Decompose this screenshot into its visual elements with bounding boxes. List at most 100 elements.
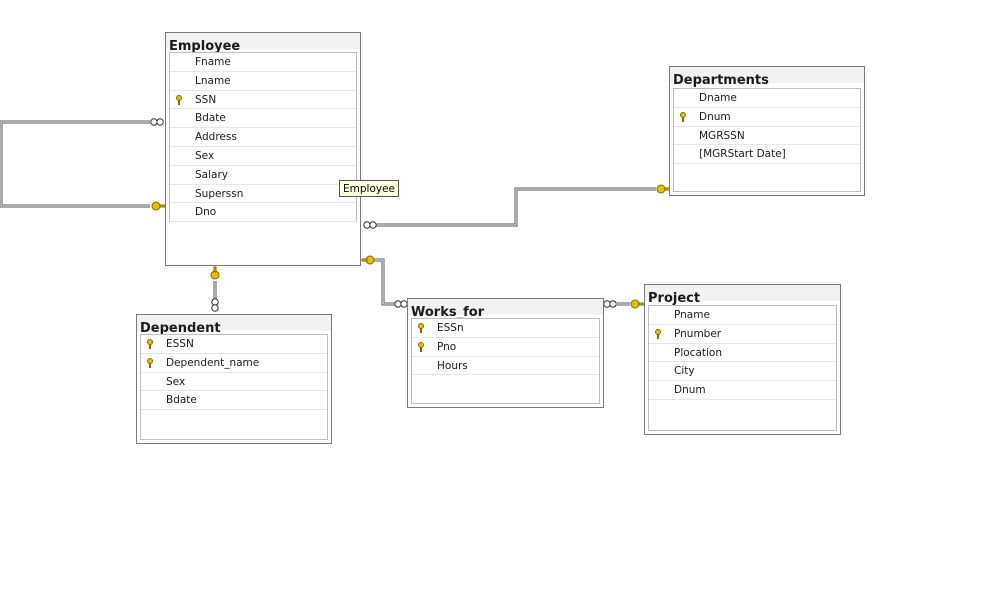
- field-name: Address: [195, 131, 237, 144]
- primary-key-icon: [147, 339, 153, 349]
- field-name: SSN: [195, 93, 217, 106]
- field-row[interactable]: Dnum: [649, 381, 836, 400]
- row-selector[interactable]: [170, 128, 191, 146]
- row-selector[interactable]: [674, 145, 695, 163]
- field-row[interactable]: Bdate: [141, 391, 327, 411]
- field-row[interactable]: Dname: [674, 89, 860, 108]
- field-row[interactable]: MGRSSN: [674, 127, 860, 146]
- row-selector[interactable]: [141, 391, 162, 409]
- field-row[interactable]: Dependent_name: [141, 354, 327, 373]
- field-name: Lname: [195, 74, 231, 87]
- row-selector[interactable]: [674, 127, 695, 145]
- many-end-marker: [394, 300, 408, 308]
- field-name: City: [674, 365, 695, 378]
- primary-key-icon: [680, 111, 686, 122]
- field-row[interactable]: City: [649, 362, 836, 382]
- field-name: Sex: [195, 149, 215, 162]
- field-row[interactable]: Fname: [170, 53, 356, 72]
- field-row[interactable]: ESSN: [141, 335, 327, 354]
- many-end-marker: [211, 298, 219, 312]
- row-selector[interactable]: [649, 325, 670, 343]
- many-end-marker: [363, 221, 377, 229]
- field-name: Dno: [195, 206, 217, 219]
- field-name: Superssn: [195, 187, 244, 200]
- row-selector[interactable]: [170, 109, 191, 127]
- field-name: Bdate: [166, 394, 197, 407]
- field-name: Hours: [437, 359, 468, 372]
- field-row[interactable]: Hours: [412, 357, 599, 376]
- row-selector[interactable]: [674, 89, 695, 107]
- field-row[interactable]: SSN: [170, 91, 356, 110]
- row-selector[interactable]: [412, 338, 433, 356]
- table-title: Works_for: [411, 305, 485, 320]
- field-row[interactable]: Salary: [170, 166, 356, 185]
- field-name: Salary: [195, 168, 228, 181]
- row-selector[interactable]: [170, 166, 191, 184]
- field-name: [MGRStart Date]: [699, 148, 786, 161]
- field-row[interactable]: Superssn: [170, 185, 356, 204]
- table-title: Project: [648, 291, 701, 306]
- row-selector[interactable]: [141, 354, 162, 372]
- primary-key-icon: [655, 328, 661, 339]
- field-row[interactable]: Pname: [649, 306, 836, 325]
- row-selector[interactable]: [170, 91, 191, 109]
- field-row[interactable]: Pno: [412, 338, 599, 357]
- row-selector[interactable]: [170, 53, 191, 71]
- field-row[interactable]: Dno: [170, 203, 356, 223]
- field-row[interactable]: Sex: [170, 147, 356, 166]
- table-header: [408, 299, 603, 315]
- field-name: Pno: [437, 340, 457, 353]
- field-row[interactable]: Bdate: [170, 109, 356, 129]
- row-selector[interactable]: [674, 108, 695, 126]
- row-selector[interactable]: [412, 319, 433, 337]
- field-name: Pnumber: [674, 327, 722, 340]
- key-end-marker: [210, 266, 220, 280]
- key-end-marker: [361, 255, 375, 265]
- table-header: [166, 33, 360, 49]
- field-row[interactable]: [MGRStart Date]: [674, 145, 860, 165]
- key-end-marker: [656, 184, 671, 194]
- key-end-marker: [151, 201, 166, 211]
- row-selector[interactable]: [141, 335, 162, 353]
- relationship-line-employee-self: [0, 120, 150, 208]
- row-selector[interactable]: [649, 362, 670, 380]
- table-title: Dependent: [140, 321, 221, 336]
- field-row[interactable]: Dnum: [674, 108, 860, 127]
- table-title: Employee: [169, 39, 241, 54]
- field-row[interactable]: Address: [170, 128, 356, 147]
- field-row[interactable]: Sex: [141, 373, 327, 392]
- table-title: Departments: [673, 73, 769, 88]
- field-name: Dnum: [674, 384, 706, 397]
- row-selector[interactable]: [412, 357, 433, 375]
- row-selector[interactable]: [649, 306, 670, 324]
- row-selector[interactable]: [649, 381, 670, 399]
- row-selector[interactable]: [141, 373, 162, 391]
- field-row[interactable]: Plocation: [649, 344, 836, 363]
- row-selector[interactable]: [170, 147, 191, 165]
- table-header: [645, 285, 840, 301]
- field-name: ESSn: [437, 322, 464, 334]
- field-row[interactable]: Lname: [170, 72, 356, 91]
- row-selector[interactable]: [649, 344, 670, 362]
- field-name: Dnum: [699, 110, 731, 123]
- many-end-marker: [150, 118, 164, 126]
- row-selector[interactable]: [170, 72, 191, 90]
- row-selector[interactable]: [170, 185, 191, 203]
- field-row[interactable]: Pnumber: [649, 325, 836, 344]
- field-name: Dependent_name: [166, 356, 260, 369]
- row-selector[interactable]: [170, 203, 191, 221]
- field-name: Dname: [699, 92, 737, 104]
- primary-key-icon: [147, 357, 153, 368]
- field-row[interactable]: ESSn: [412, 319, 599, 338]
- table-header: [670, 67, 864, 83]
